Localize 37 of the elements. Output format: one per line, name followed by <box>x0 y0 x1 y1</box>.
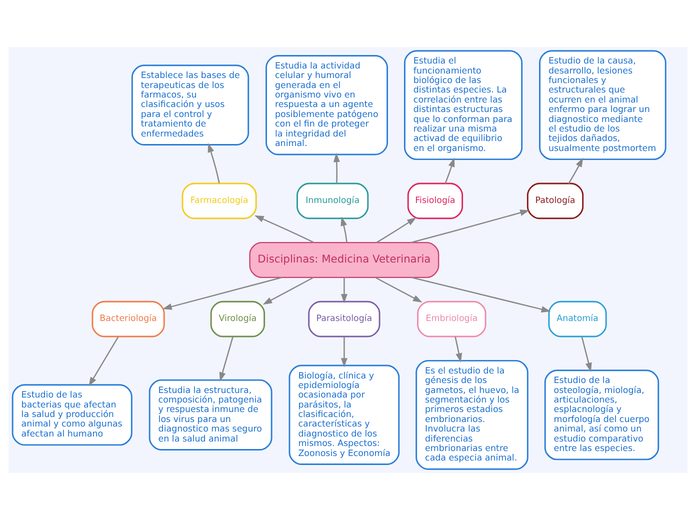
node-box: Disciplinas: Medicina Veterinaria <box>249 242 440 278</box>
node-box: Biología, clínica y epidemiología ocasionada por parásitos, la clasificación, características y diagnostico de los mismos. Aspectos: Zoonosis y Economía <box>288 364 400 466</box>
arrow <box>162 276 282 310</box>
node-box: Estudio de la osteología, miología, articulaciones, esplacnología y morfología del cuerpo animal, así como un estudio comparativo entre las especies. <box>544 370 660 460</box>
node-box: Estudia la actividad celular y humoral generada en el organismo vivo en respuesta a un agente posiblemente patógeno con el fin de proteger la integridad del animal. <box>266 55 388 156</box>
arrow <box>444 158 455 184</box>
node-box: Es el estudio de la génesis de los gametos, el huevo, la segmentación y los primeros estadios embrionarios. Involucra las diferencias embrionarias entre cada especia animal. <box>416 360 528 470</box>
node-box: Virología <box>210 300 266 338</box>
node-box: Inmunología <box>296 182 369 220</box>
node-box: Parasitología <box>308 300 380 338</box>
node-box: Estudio de la causa, desarrollo, lesiones funcionales y estructurales que ocurren en el animal enfermo para lograr un diagnostico mediante el estudio de los tejidos dañados, usualmente postmortem <box>539 50 666 160</box>
arrow <box>208 142 220 184</box>
node-box: Bacteriología <box>92 300 165 338</box>
arrow <box>340 336 348 368</box>
node-box: Estudia el funcionamiento biológico de las distintas especies. La correlación entre las distintas estructuras que lo conforman para realizar una misma activad de equilibrio en el organismo. <box>404 50 523 160</box>
arrow <box>568 158 584 184</box>
arrow <box>411 210 530 244</box>
arrow <box>374 276 422 302</box>
node-box: Patología <box>526 182 584 220</box>
arrow <box>262 276 314 305</box>
node-box: Fisiología <box>407 182 464 220</box>
arrow <box>376 217 416 244</box>
node-box: Embriología <box>417 300 486 338</box>
node-box: Estudio de las bacterias que afectan la salud y producción animal y como algunas afectan al humano <box>12 384 132 446</box>
arrow <box>454 336 462 363</box>
node-box: Farmacología <box>182 182 257 220</box>
arrow <box>581 336 592 372</box>
node-box: Establece las bases de terapeuticas de los farmacos, su clasificación y usos para el control y tratamiento de enfermedades <box>131 64 250 146</box>
arrow <box>88 336 119 386</box>
arrow <box>219 336 234 382</box>
arrow <box>340 216 348 242</box>
node-box: Estudia la estructura, composición, patogenia y respuesta inmune de los virus para un diagnostico mas seguro en la salud animal <box>148 379 272 450</box>
arrow <box>254 215 314 244</box>
node-box: Anatomía <box>548 300 607 338</box>
arrow <box>333 152 340 184</box>
arrow <box>340 278 348 304</box>
arrow <box>412 276 551 312</box>
